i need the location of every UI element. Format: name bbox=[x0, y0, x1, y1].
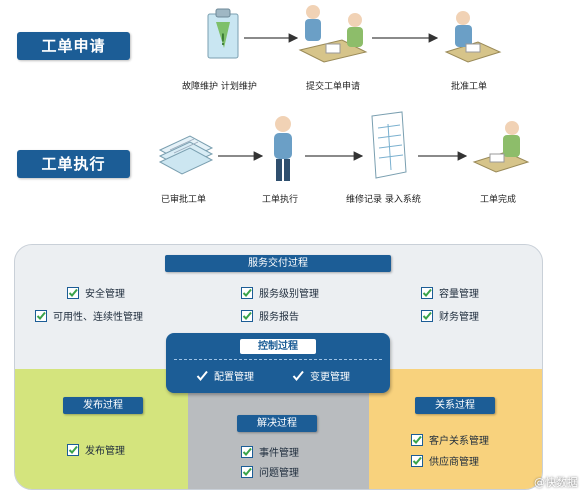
checkbox-icon bbox=[67, 286, 79, 299]
relationship-zone bbox=[369, 369, 542, 489]
resolution-item: 问题管理 bbox=[241, 464, 299, 479]
checkbox-icon bbox=[241, 309, 253, 322]
step-caption: 维修记录 录入系统 bbox=[346, 195, 421, 205]
checkbox-icon bbox=[67, 443, 79, 456]
service-item: 财务管理 bbox=[421, 308, 479, 323]
service-item: 服务级别管理 bbox=[241, 285, 319, 300]
release-item: 发布管理 bbox=[67, 442, 125, 457]
divider bbox=[174, 359, 382, 360]
step-caption: 工单完成 bbox=[480, 195, 517, 205]
checkbox-icon bbox=[421, 286, 433, 299]
checkbox-icon bbox=[35, 309, 47, 322]
control-item: 配置管理 bbox=[196, 368, 254, 383]
signing-person-icon bbox=[472, 121, 530, 173]
control-process-box: 控制过程 配置管理 变更管理 bbox=[166, 333, 390, 393]
step-caption: 提交工单申请 bbox=[306, 82, 361, 92]
svg-text:!: ! bbox=[220, 30, 226, 49]
relationship-item: 供应商管理 bbox=[411, 453, 479, 468]
step-caption: 故障维护 计划维护 bbox=[182, 82, 257, 92]
check-icon bbox=[292, 370, 304, 381]
release-zone bbox=[15, 369, 188, 489]
checkbox-icon bbox=[241, 465, 253, 478]
control-item: 变更管理 bbox=[292, 368, 350, 383]
checkbox-icon bbox=[411, 454, 423, 467]
check-icon bbox=[196, 370, 208, 381]
record-sheet-icon bbox=[371, 111, 407, 179]
step-caption: 批准工单 bbox=[451, 82, 488, 92]
step-caption: 已审批工单 bbox=[161, 195, 207, 205]
process-panel: 服务交付过程 安全管理 可用性、连续性管理 服务级别管理 服务报告 容量管理 财… bbox=[14, 244, 543, 490]
step-caption: 工单执行 bbox=[262, 195, 299, 205]
resolution-process-title: 解决过程 bbox=[237, 415, 317, 432]
service-item: 容量管理 bbox=[421, 285, 479, 300]
checkbox-icon bbox=[421, 309, 433, 322]
service-item: 可用性、连续性管理 bbox=[35, 308, 143, 323]
watermark: @快数据 bbox=[534, 476, 578, 489]
service-item: 安全管理 bbox=[67, 285, 125, 300]
checkbox-icon bbox=[411, 433, 423, 446]
documents-stack-icon bbox=[158, 135, 214, 175]
clipboard-alert-icon: ! bbox=[207, 8, 239, 59]
resolution-zone bbox=[188, 393, 369, 489]
resolution-item: 事件管理 bbox=[241, 444, 299, 459]
relationship-process-title: 关系过程 bbox=[415, 397, 495, 414]
people-desk-icon bbox=[298, 5, 368, 63]
release-process-title: 发布过程 bbox=[63, 397, 143, 414]
checkbox-icon bbox=[241, 445, 253, 458]
person-icon bbox=[274, 116, 292, 181]
workflow-illustration: ! bbox=[158, 5, 530, 181]
row-label-application: 工单申请 bbox=[17, 32, 130, 60]
service-item: 服务报告 bbox=[241, 308, 299, 323]
service-delivery-title: 服务交付过程 bbox=[165, 255, 391, 272]
relationship-item: 客户关系管理 bbox=[411, 432, 489, 447]
signing-person-icon bbox=[444, 11, 502, 63]
checkbox-icon bbox=[241, 286, 253, 299]
control-process-title: 控制过程 bbox=[240, 339, 316, 354]
row-label-execution: 工单执行 bbox=[17, 150, 130, 178]
